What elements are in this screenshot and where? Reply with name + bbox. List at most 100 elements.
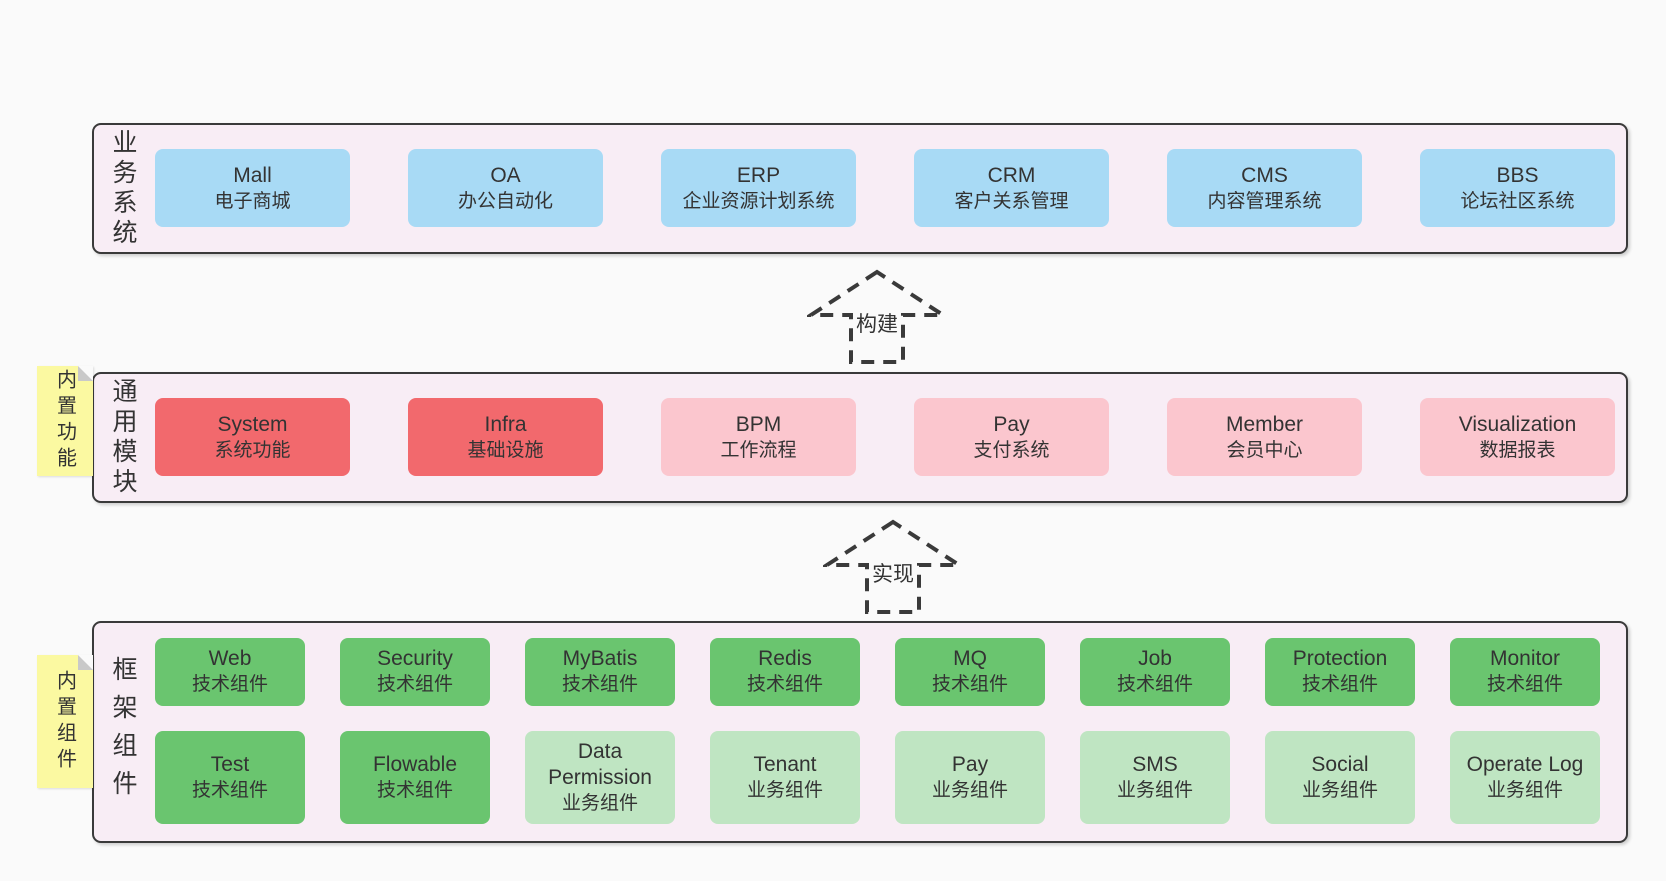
module-name-en: CRM <box>987 163 1036 187</box>
module-name-zh: 客户关系管理 <box>954 190 1069 212</box>
module-name-zh: 技术组件 <box>931 674 1008 696</box>
module-box-pay: Pay 支付系统 <box>914 398 1109 476</box>
module-name-zh: 数据报表 <box>1479 439 1556 461</box>
module-name-en: Member <box>1225 412 1304 436</box>
module-name-zh: 业务组件 <box>931 779 1008 801</box>
module-name-zh: 技术组件 <box>561 674 638 696</box>
module-name-en: Redis <box>758 647 812 671</box>
module-box-infra: Infra 基础设施 <box>408 398 603 476</box>
module-box-system: System 系统功能 <box>155 398 350 476</box>
module-box-visualization: Visualization 数据报表 <box>1420 398 1615 476</box>
module-name-zh: 会员中心 <box>1226 439 1303 461</box>
module-name-en: CMS <box>1241 163 1288 187</box>
module-box-test: Test 技术组件 <box>155 730 305 824</box>
module-name-en: Visualization <box>1458 412 1577 436</box>
module-name-zh: 技术组件 <box>746 674 823 696</box>
module-box-tenant: Tenant 业务组件 <box>710 730 860 824</box>
module-name-zh: 技术组件 <box>1116 674 1193 696</box>
module-name-zh: 内容管理系统 <box>1207 190 1322 212</box>
module-name-zh: 业务组件 <box>1486 779 1563 801</box>
module-box-cms: CMS 内容管理系统 <box>1167 149 1362 227</box>
module-name-en: Web <box>208 647 252 671</box>
module-name-en: Pay <box>951 752 989 776</box>
module-name-en: BPM <box>735 412 782 436</box>
module-box-flowable: Flowable 技术组件 <box>340 730 490 824</box>
module-box-mq: MQ 技术组件 <box>895 638 1045 706</box>
build-arrow-label: 构建 <box>853 308 901 338</box>
module-name-zh: 基础设施 <box>467 439 544 461</box>
module-name-en: Protection <box>1292 647 1388 671</box>
module-box-social: Social 业务组件 <box>1265 730 1415 824</box>
layer-common-modules: 通用模块 System 系统功能 Infra 基础设施 BPM 工作流程 Pay 支付系统 Me… <box>92 372 1628 503</box>
module-name-en: BBS <box>1496 163 1539 187</box>
module-box-sms: SMS 业务组件 <box>1080 730 1230 824</box>
module-name-zh: 支付系统 <box>973 439 1050 461</box>
module-box-bbs: BBS 论坛社区系统 <box>1420 149 1615 227</box>
module-box-member: Member 会员中心 <box>1167 398 1362 476</box>
module-box-operate-log: Operate Log 业务组件 <box>1450 730 1600 824</box>
module-name-en: Pay <box>993 412 1030 436</box>
module-name-zh: 工作流程 <box>720 439 797 461</box>
module-box-security: Security 技术组件 <box>340 638 490 706</box>
module-name-en: Social <box>1311 752 1369 776</box>
folded-corner-icon <box>78 366 93 381</box>
module-name-en: Infra <box>484 412 527 436</box>
module-box-redis: Redis 技术组件 <box>710 638 860 706</box>
build-arrow: 构建 <box>807 268 947 366</box>
module-box-mybatis: MyBatis 技术组件 <box>525 638 675 706</box>
module-name-zh: 办公自动化 <box>457 190 553 212</box>
business-systems-boxes: Mall 电子商城 OA 办公自动化 ERP 企业资源计划系统 CRM 客户关系管理 CMS 内容… <box>152 125 1626 252</box>
module-name-en: System <box>217 412 288 436</box>
module-box-protection: Protection 技术组件 <box>1265 638 1415 706</box>
layer-label-business-systems: 业务系统 <box>109 128 137 249</box>
module-name-en: Flowable <box>372 752 458 776</box>
module-box-oa: OA 办公自动化 <box>408 149 603 227</box>
module-name-en: Operate Log <box>1466 752 1584 776</box>
layer-business-systems: 业务系统 Mall 电子商城 OA 办公自动化 ERP 企业资源计划系统 CRM 客户关系管理… <box>92 123 1628 254</box>
module-name-zh: 论坛社区系统 <box>1460 190 1575 212</box>
module-box-mall: Mall 电子商城 <box>155 149 350 227</box>
module-box-data-permission: Data Permission 业务组件 <box>525 730 675 824</box>
module-name-en: Test <box>210 752 250 776</box>
folded-corner-icon <box>78 655 93 670</box>
common-modules-boxes: System 系统功能 Infra 基础设施 BPM 工作流程 Pay 支付系统 Member 会… <box>152 374 1626 501</box>
module-name-en: MQ <box>953 647 987 671</box>
module-name-zh: 技术组件 <box>191 779 268 801</box>
module-name-en: Data Permission <box>548 739 652 789</box>
module-name-zh: 技术组件 <box>1486 674 1563 696</box>
module-name-zh: 企业资源计划系统 <box>682 190 835 212</box>
module-name-zh: 业务组件 <box>1116 779 1193 801</box>
sticky-note-built-in-components: 内置组件 <box>37 655 93 788</box>
module-name-zh: 技术组件 <box>191 674 268 696</box>
module-name-zh: 技术组件 <box>376 674 453 696</box>
sticky-note-built-in-features: 内置功能 <box>37 366 93 476</box>
module-name-en: OA <box>490 163 521 187</box>
module-name-zh: 技术组件 <box>1301 674 1378 696</box>
module-name-en: ERP <box>736 163 781 187</box>
implement-arrow: 实现 <box>823 518 963 616</box>
module-name-zh: 电子商城 <box>214 190 291 212</box>
module-box-crm: CRM 客户关系管理 <box>914 149 1109 227</box>
module-name-zh: 技术组件 <box>376 779 453 801</box>
dashed-up-arrow-icon <box>823 519 963 614</box>
module-name-en: Security <box>377 647 453 671</box>
implement-arrow-label: 实现 <box>869 558 917 588</box>
dashed-up-arrow-icon <box>807 269 947 364</box>
module-name-zh: 业务组件 <box>746 779 823 801</box>
module-name-en: Mall <box>233 163 272 187</box>
module-name-en: Tenant <box>753 752 817 776</box>
module-box-erp: ERP 企业资源计划系统 <box>661 149 856 227</box>
module-box-web: Web 技术组件 <box>155 638 305 706</box>
module-name-en: SMS <box>1132 752 1178 776</box>
module-name-en: MyBatis <box>562 647 638 671</box>
layer-label-common-modules: 通用模块 <box>109 377 137 498</box>
module-box-bpm: BPM 工作流程 <box>661 398 856 476</box>
module-name-zh: 业务组件 <box>561 792 638 814</box>
module-name-zh: 业务组件 <box>1301 779 1378 801</box>
module-name-zh: 系统功能 <box>214 439 291 461</box>
